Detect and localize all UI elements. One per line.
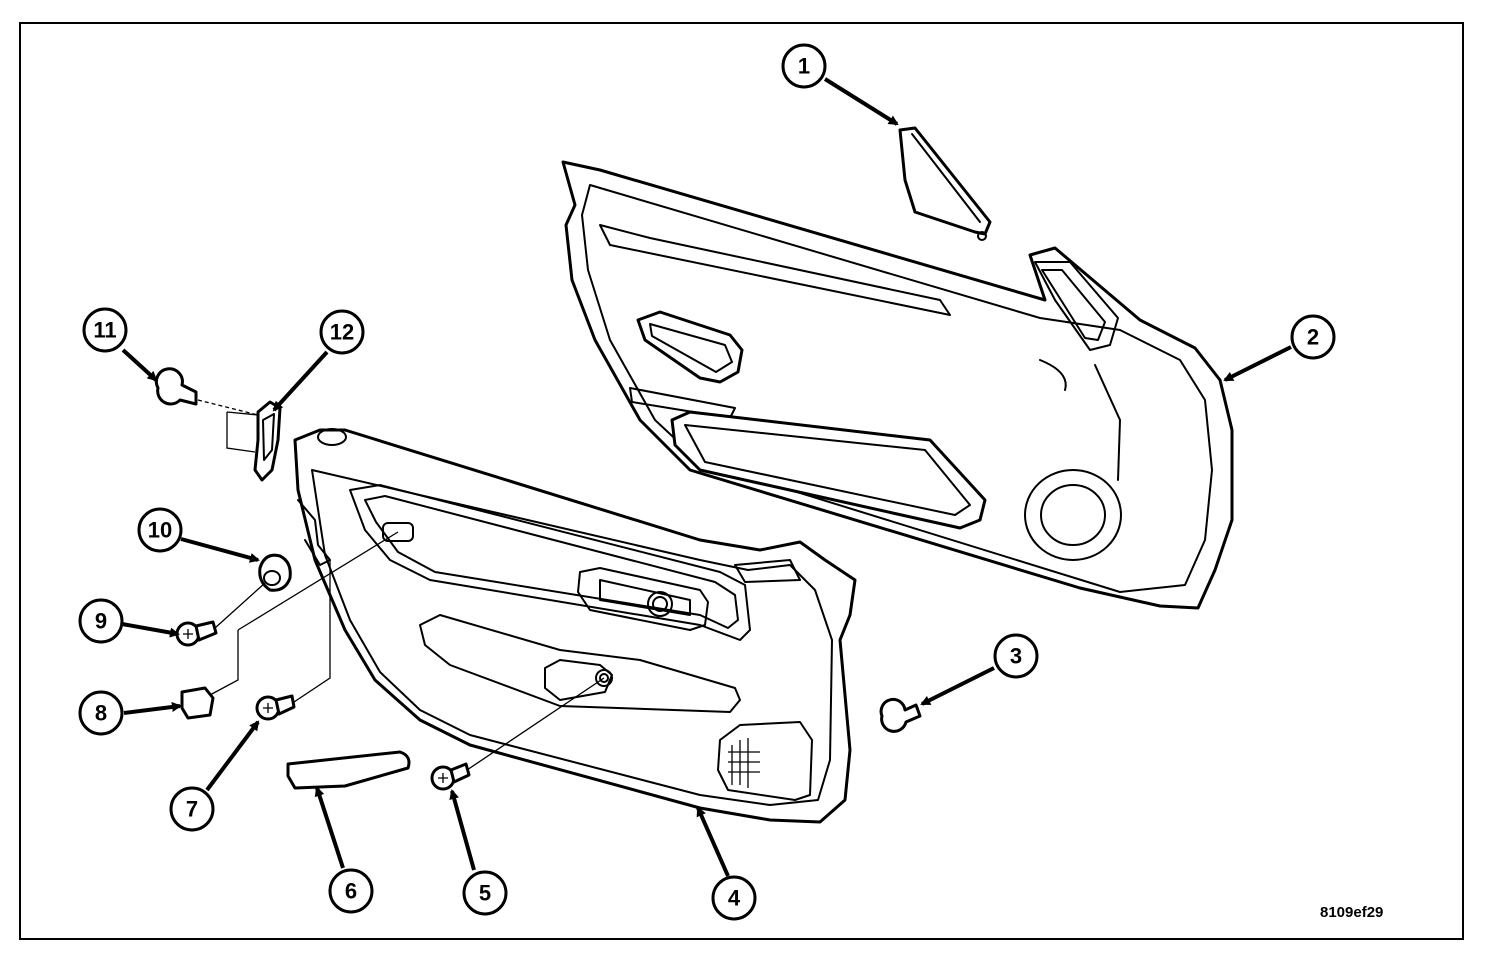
callout-5-label: 5 (479, 881, 491, 906)
callout-1-label: 1 (798, 54, 810, 79)
callout-3: 3 (993, 633, 1039, 679)
callout-11-label: 11 (93, 318, 116, 343)
callout-8-label: 8 (95, 701, 107, 726)
callout-2-label: 2 (1307, 325, 1319, 350)
screw-5 (430, 677, 605, 791)
callout-1: 1 (781, 43, 827, 89)
callout-9-label: 9 (95, 609, 107, 634)
callout-2: 2 (1290, 314, 1336, 360)
bezel (258, 553, 292, 592)
push-pin-retainer (879, 697, 922, 733)
callout-7-label: 7 (186, 797, 198, 822)
callout-5: 5 (462, 870, 508, 916)
callout-4: 4 (711, 875, 757, 921)
callout-4-label: 4 (728, 886, 741, 911)
callout-6: 6 (328, 868, 374, 914)
callout-12: 12 (319, 309, 365, 355)
screw-7 (255, 560, 331, 721)
pull-cup-cover (286, 750, 411, 790)
door-trim-panel (293, 428, 857, 824)
callout-8: 8 (78, 690, 124, 736)
leader-lines (121, 77, 1292, 877)
callout-10-label: 10 (148, 518, 172, 543)
callout-12-label: 12 (330, 320, 354, 345)
figure-code: 8109ef29 (1320, 904, 1383, 921)
callout-7: 7 (169, 786, 215, 832)
callout-11: 11 (82, 307, 128, 353)
callout-3-label: 3 (1010, 644, 1022, 669)
callout-10: 10 (137, 507, 183, 553)
diagram-frame (19, 22, 1464, 940)
callout-6-label: 6 (345, 879, 357, 904)
push-pin (154, 367, 259, 416)
door-inner-panel (561, 160, 1234, 610)
trim-cover (180, 630, 239, 720)
callout-9: 9 (78, 598, 124, 644)
sail-trim-panel (898, 126, 992, 241)
